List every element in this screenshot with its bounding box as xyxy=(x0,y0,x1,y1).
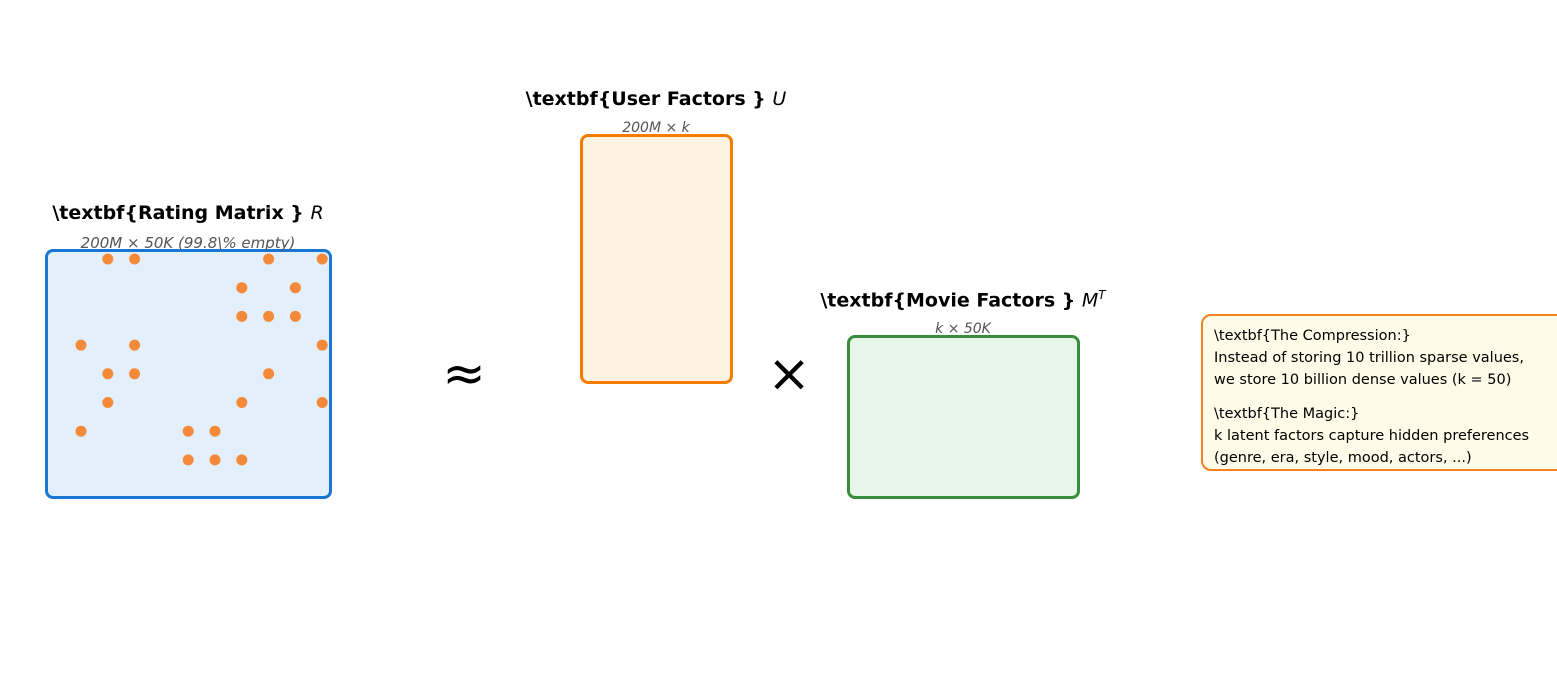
rating-dot xyxy=(182,454,194,466)
magic-line-1: k latent factors capture hidden preferen… xyxy=(1214,428,1530,444)
rating-dot xyxy=(263,310,275,322)
user-factors-title: \textbf{User Factors } U xyxy=(525,88,787,110)
compression-line-1: Instead of storing 10 trillion sparse va… xyxy=(1214,350,1524,366)
rating-dot xyxy=(236,397,248,408)
magic-line-2: (genre, era, style, mood, actors, ...) xyxy=(1214,450,1472,466)
rating-dot xyxy=(316,253,328,265)
approx-symbol: ≈ xyxy=(442,344,486,404)
compression-line-2: we store 10 billion dense values (k = 50… xyxy=(1214,372,1512,388)
rating-dot xyxy=(75,425,87,437)
movie-factors-box xyxy=(847,335,1080,499)
rating-dot xyxy=(102,397,114,408)
rating-dot xyxy=(129,339,141,351)
rating-matrix-title: \textbf{Rating Matrix } R xyxy=(52,202,324,224)
user-factors-dims: 200M × k xyxy=(622,120,690,136)
movie-factors-title: \textbf{Movie Factors } MT xyxy=(820,288,1106,312)
rating-dot xyxy=(289,282,301,294)
user-factors-box xyxy=(580,134,733,384)
rating-dot xyxy=(263,368,275,380)
rating-dot xyxy=(316,397,328,408)
rating-dot xyxy=(236,282,248,294)
compression-heading: \textbf{The Compression:} xyxy=(1214,328,1411,344)
rating-dot xyxy=(236,310,248,322)
magic-heading: \textbf{The Magic:} xyxy=(1214,406,1360,422)
movie-factors-dims: k × 50K xyxy=(935,321,991,337)
times-symbol: × xyxy=(767,344,811,404)
rating-dot xyxy=(263,253,275,265)
rating-dot xyxy=(129,253,141,265)
explanation-note: \textbf{The Compression:} Instead of sto… xyxy=(1201,314,1557,471)
rating-dot xyxy=(102,253,114,265)
rating-dot xyxy=(236,454,248,466)
rating-matrix-dims: 200M × 50K (99.8\% empty) xyxy=(80,234,296,252)
rating-dot xyxy=(209,425,221,437)
rating-dot xyxy=(102,368,114,380)
rating-dot xyxy=(316,339,328,351)
rating-dot xyxy=(75,339,87,351)
rating-dot xyxy=(209,454,221,466)
rating-dot xyxy=(182,425,194,437)
rating-dot xyxy=(289,310,301,322)
rating-dot xyxy=(129,368,141,380)
